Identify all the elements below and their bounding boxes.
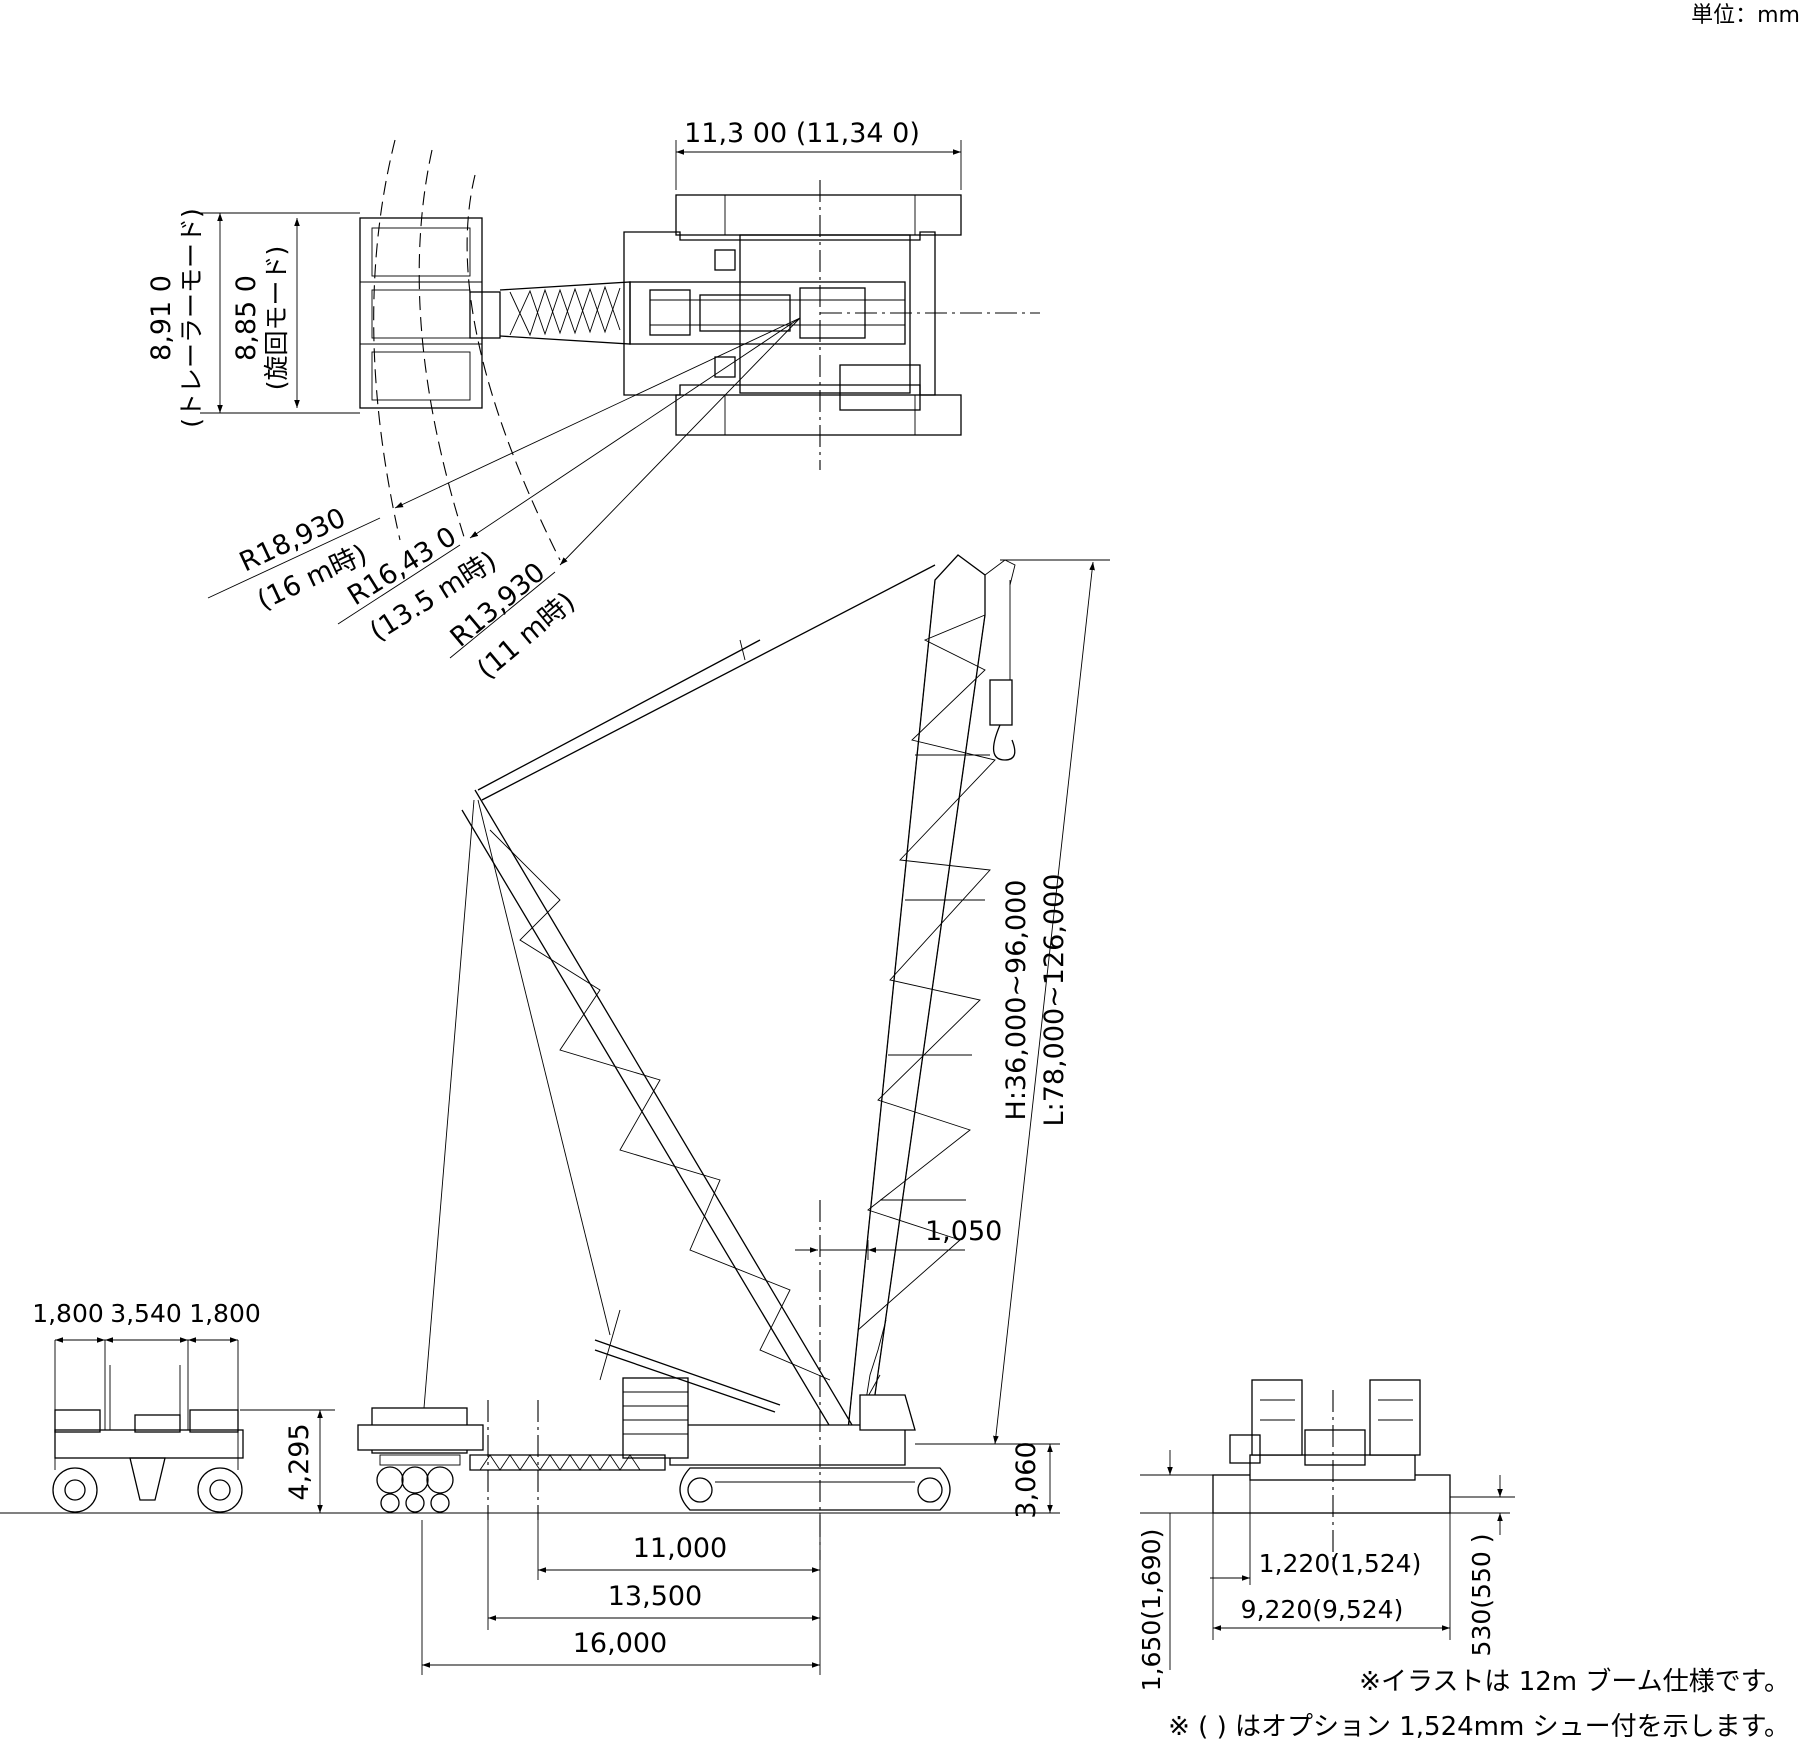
length-label: L:78,000~126,000 [1039,874,1070,1127]
trailer-dim-b: 3,540 [110,1299,182,1328]
trailer-mode-label: (トレーラーモード) [177,208,206,428]
top-width-label: 11,3 00 (11,34 0) [684,118,920,149]
swing-width-label: 8,85 0 [231,275,262,361]
unit-label: 単位：mm [1691,3,1800,28]
dim-16000: 16,000 [573,1628,667,1659]
trailer-dim-a: 1,800 [32,1299,104,1328]
trailer-view: 1,800 3,540 1,800 4,295 [32,1299,335,1513]
swing-mode-label: (旋回モード) [262,246,291,391]
track-width-label: 9,220(9,524) [1241,1595,1404,1624]
shoe-label: 1,220(1,524) [1259,1549,1422,1578]
front-view: 1,650(1,690) 530(550 ) 1,220(1,524) 9,22… [1137,1379,1515,1692]
offset-label: 1,050 [925,1216,1002,1247]
top-view: 11,3 00 (11,34 0) 8,91 0 (トレーラーモード) 8,85… [146,118,1040,686]
note-1: ※イラストは 12m ブーム仕様です。 [1359,1667,1790,1697]
trailer-width-label: 8,91 0 [146,275,177,361]
note-2: ※ ( ) はオプション 1,524mm シュー付を示します。 [1168,1712,1790,1742]
trailer-height-label: 4,295 [284,1423,315,1500]
pivot-height-label: 3,060 [1011,1441,1042,1518]
side-view: 11,000 13,500 16,000 H:36,000~96,000 L:7… [0,554,1110,1675]
height-label: H:36,000~96,000 [1001,880,1032,1121]
dim-11000: 11,000 [633,1533,727,1564]
dim-13500: 13,500 [608,1581,702,1612]
clearance-label: 530(550 ) [1467,1534,1496,1657]
trailer-dim-c: 1,800 [189,1299,261,1328]
track-height-label: 1,650(1,690) [1137,1529,1166,1692]
